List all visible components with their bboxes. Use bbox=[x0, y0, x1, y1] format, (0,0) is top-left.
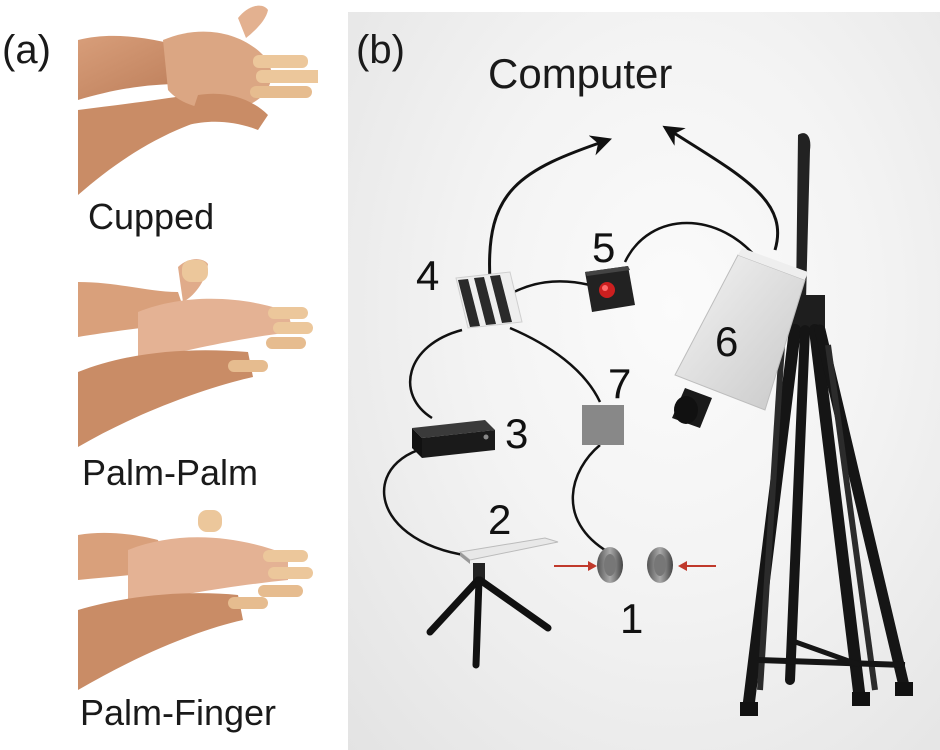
component-6-camera bbox=[672, 133, 913, 716]
cable-3-2 bbox=[382, 443, 471, 558]
arrow-4-to-computer bbox=[488, 135, 612, 281]
component-3-device bbox=[412, 420, 495, 458]
component-3-number: 3 bbox=[505, 410, 529, 457]
cable-5-6 bbox=[623, 221, 761, 263]
panel-b-label: (b) bbox=[356, 28, 405, 72]
palm-palm-clap-photo bbox=[78, 252, 318, 447]
component-1-device bbox=[554, 547, 716, 583]
cable-4-3 bbox=[408, 328, 463, 420]
palm-palm-caption: Palm-Palm bbox=[82, 452, 259, 493]
component-7-number: 7 bbox=[608, 360, 632, 407]
arrow-6-to-computer bbox=[662, 125, 780, 251]
component-1-number: 1 bbox=[620, 595, 644, 642]
component-2-number: 2 bbox=[488, 496, 512, 543]
cupped-caption: Cupped bbox=[88, 196, 215, 237]
panel-b-background bbox=[348, 12, 940, 750]
panel-a-label: (a) bbox=[2, 28, 51, 72]
palm-finger-clap-photo bbox=[78, 505, 318, 695]
cable-4-7 bbox=[509, 326, 602, 403]
component-4-device bbox=[455, 271, 523, 329]
component-5-number: 5 bbox=[592, 224, 616, 271]
cupped-clap-photo bbox=[78, 0, 318, 195]
computer-label: Computer bbox=[488, 50, 673, 97]
palm-finger-caption: Palm-Finger bbox=[80, 692, 277, 733]
component-6-number: 6 bbox=[715, 318, 739, 365]
component-7-device bbox=[582, 405, 624, 445]
component-5-device bbox=[585, 266, 635, 312]
component-4-number: 4 bbox=[416, 252, 440, 299]
component-2-device bbox=[426, 537, 559, 669]
cable-7-1 bbox=[571, 444, 609, 554]
